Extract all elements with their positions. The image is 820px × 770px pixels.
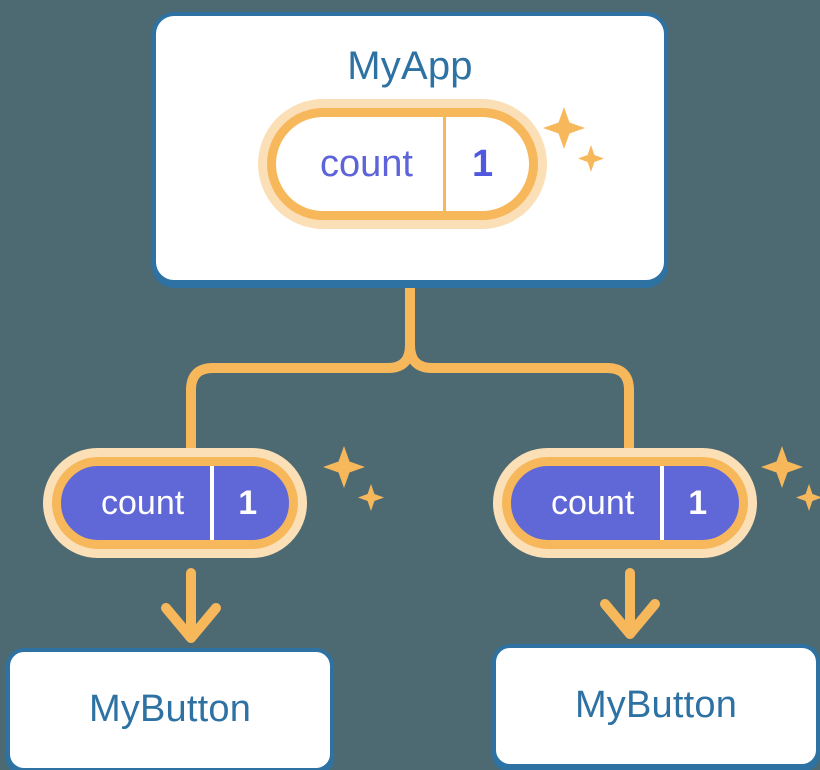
state-pill-root-wrap: count 1 (267, 108, 539, 220)
component-card-mybutton-left[interactable]: MyButton (6, 648, 334, 770)
arrow-down-icon-right (600, 568, 660, 639)
sparkle-icon-small (796, 484, 820, 511)
sparkle-icon-small (358, 484, 384, 511)
state-pill-right[interactable]: count 1 (502, 457, 749, 549)
state-key: count (320, 142, 413, 185)
state-pill-divider (210, 466, 215, 540)
component-title-myapp: MyApp (347, 44, 473, 88)
state-key: count (101, 483, 185, 522)
sparkle-icon (323, 446, 365, 488)
branch-connector-right (405, 279, 634, 462)
component-title-mybutton: MyButton (574, 684, 738, 727)
state-pill-root[interactable]: count 1 (267, 108, 539, 220)
state-key: count (551, 483, 635, 522)
sparkle-group-left (323, 446, 384, 511)
sparkle-group-right (761, 446, 820, 511)
state-pill-divider (442, 117, 446, 211)
branch-connector (186, 279, 415, 462)
state-value: 1 (688, 483, 708, 522)
component-title-mybutton: MyButton (88, 688, 252, 731)
component-card-mybutton-right[interactable]: MyButton (492, 644, 820, 768)
state-pill-left[interactable]: count 1 (52, 457, 299, 549)
state-value: 1 (238, 483, 258, 522)
state-pill-divider (660, 466, 665, 540)
arrow-down-icon-left (161, 568, 221, 643)
state-pill-left-wrap: count 1 (52, 457, 299, 549)
state-pill-right-wrap: count 1 (502, 457, 749, 549)
state-value: 1 (471, 142, 494, 185)
sparkle-icon (761, 446, 803, 488)
